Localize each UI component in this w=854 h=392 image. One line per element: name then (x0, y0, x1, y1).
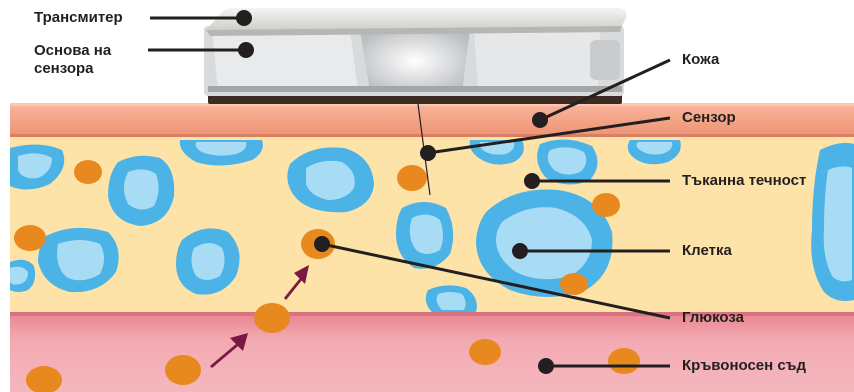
label-interstitial-fluid: Тъканна течност (682, 172, 807, 189)
skin-layer (10, 103, 854, 137)
leader-lines (148, 10, 671, 374)
label-glucose: Глюкоза (682, 309, 744, 326)
cell (627, 140, 681, 165)
transmitter (206, 8, 627, 36)
cell (108, 155, 175, 226)
glucose-dot (26, 366, 62, 392)
leader-glucose (314, 236, 671, 320)
arrow-icon (210, 333, 248, 368)
cell (176, 228, 240, 295)
glucose-dot (560, 273, 588, 295)
glucose-molecules (14, 160, 640, 392)
glucose-dot (469, 339, 501, 365)
glucose-dot (165, 355, 201, 385)
glucose-dot (14, 225, 46, 251)
glucose-dot (254, 303, 290, 333)
glucose-dot (74, 160, 102, 184)
arrow-icon (284, 265, 309, 300)
glucose-movement-arrows (210, 265, 309, 368)
cell[interactable] (476, 189, 613, 297)
cell (425, 285, 477, 312)
cell (811, 142, 854, 301)
label-cell: Клетка (682, 242, 732, 259)
leader-sensor (420, 116, 671, 161)
cells (10, 139, 854, 312)
label-skin: Кожа (682, 51, 720, 68)
leader-sensor-base (148, 42, 254, 58)
cell (38, 227, 119, 293)
leader-transmitter (150, 10, 252, 26)
label-sensor: Сензор (682, 109, 736, 126)
leader-interstitial-fluid (524, 173, 670, 189)
label-transmitter: Трансмитер (34, 9, 123, 26)
cell (396, 202, 454, 269)
sensor-base (204, 26, 624, 104)
label-sensor-base: Основа на сензора (34, 42, 112, 77)
cell (179, 140, 263, 166)
cell (287, 147, 374, 213)
label-blood-vessel: Кръвоносен съд (682, 357, 806, 374)
glucose-dot (608, 348, 640, 374)
glucose-dot (592, 193, 620, 217)
glucose-dot (397, 165, 427, 191)
leader-skin (532, 58, 671, 128)
blood-vessel-layer (10, 312, 854, 392)
cell (10, 259, 36, 292)
cell (10, 144, 65, 190)
leader-cell (512, 243, 670, 259)
leader-blood-vessel (538, 358, 670, 374)
cell (537, 139, 598, 185)
